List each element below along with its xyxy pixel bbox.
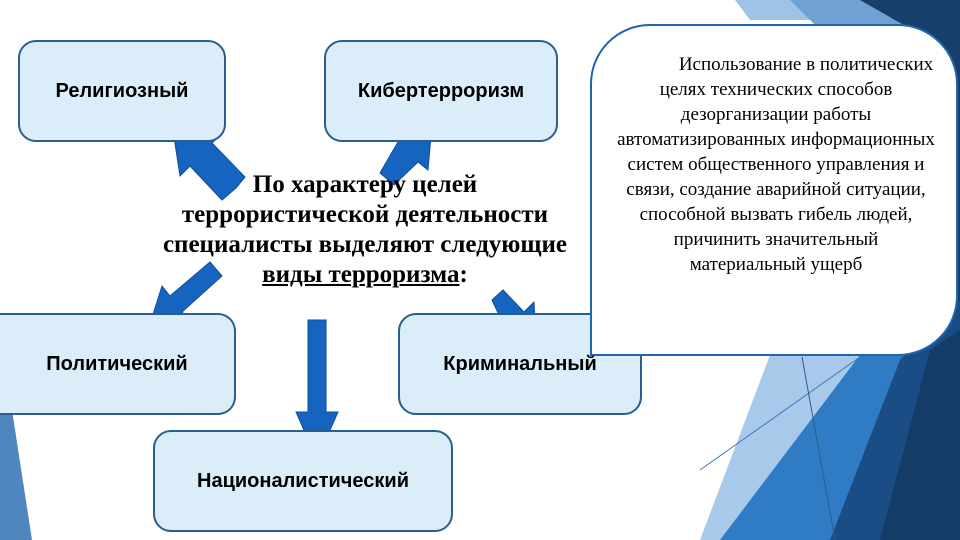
central-line-3: специалисты выделяют следующие bbox=[162, 231, 568, 258]
bg-facet-dark-top bbox=[860, 0, 960, 60]
central-colon: : bbox=[459, 261, 468, 288]
cyber-definition-callout: Использование в политических целях техни… bbox=[590, 24, 958, 356]
type-box-nationalist: Националистический bbox=[153, 430, 453, 532]
central-underlined-term: виды терроризма bbox=[262, 261, 460, 288]
bg-facet-left bbox=[0, 410, 32, 540]
bg-facet-deep-bottom bbox=[880, 330, 960, 540]
central-line-2: террористической деятельности bbox=[181, 201, 549, 228]
type-box-religious: Религиозный bbox=[18, 40, 226, 142]
type-label-religious: Религиозный bbox=[55, 79, 189, 102]
central-statement: По характеру целей террористической деят… bbox=[130, 170, 600, 290]
bg-line-2 bbox=[801, 356, 836, 540]
type-label-cyber: Кибертерроризм bbox=[357, 79, 525, 102]
bg-facet-light-bottom bbox=[700, 355, 860, 540]
central-line-4: виды терроризма: bbox=[130, 260, 600, 290]
bg-line-1 bbox=[699, 356, 861, 471]
type-label-nationalist: Националистический bbox=[197, 469, 409, 492]
cyber-definition-text: Использование в политических целях техни… bbox=[617, 54, 935, 275]
type-box-political: Политический bbox=[0, 313, 236, 415]
type-label-political: Политический bbox=[46, 352, 188, 375]
type-box-cyber: Кибертерроризм bbox=[324, 40, 558, 142]
central-line-1: По характеру целей bbox=[252, 171, 478, 198]
type-label-criminal: Криминальный bbox=[443, 352, 597, 375]
